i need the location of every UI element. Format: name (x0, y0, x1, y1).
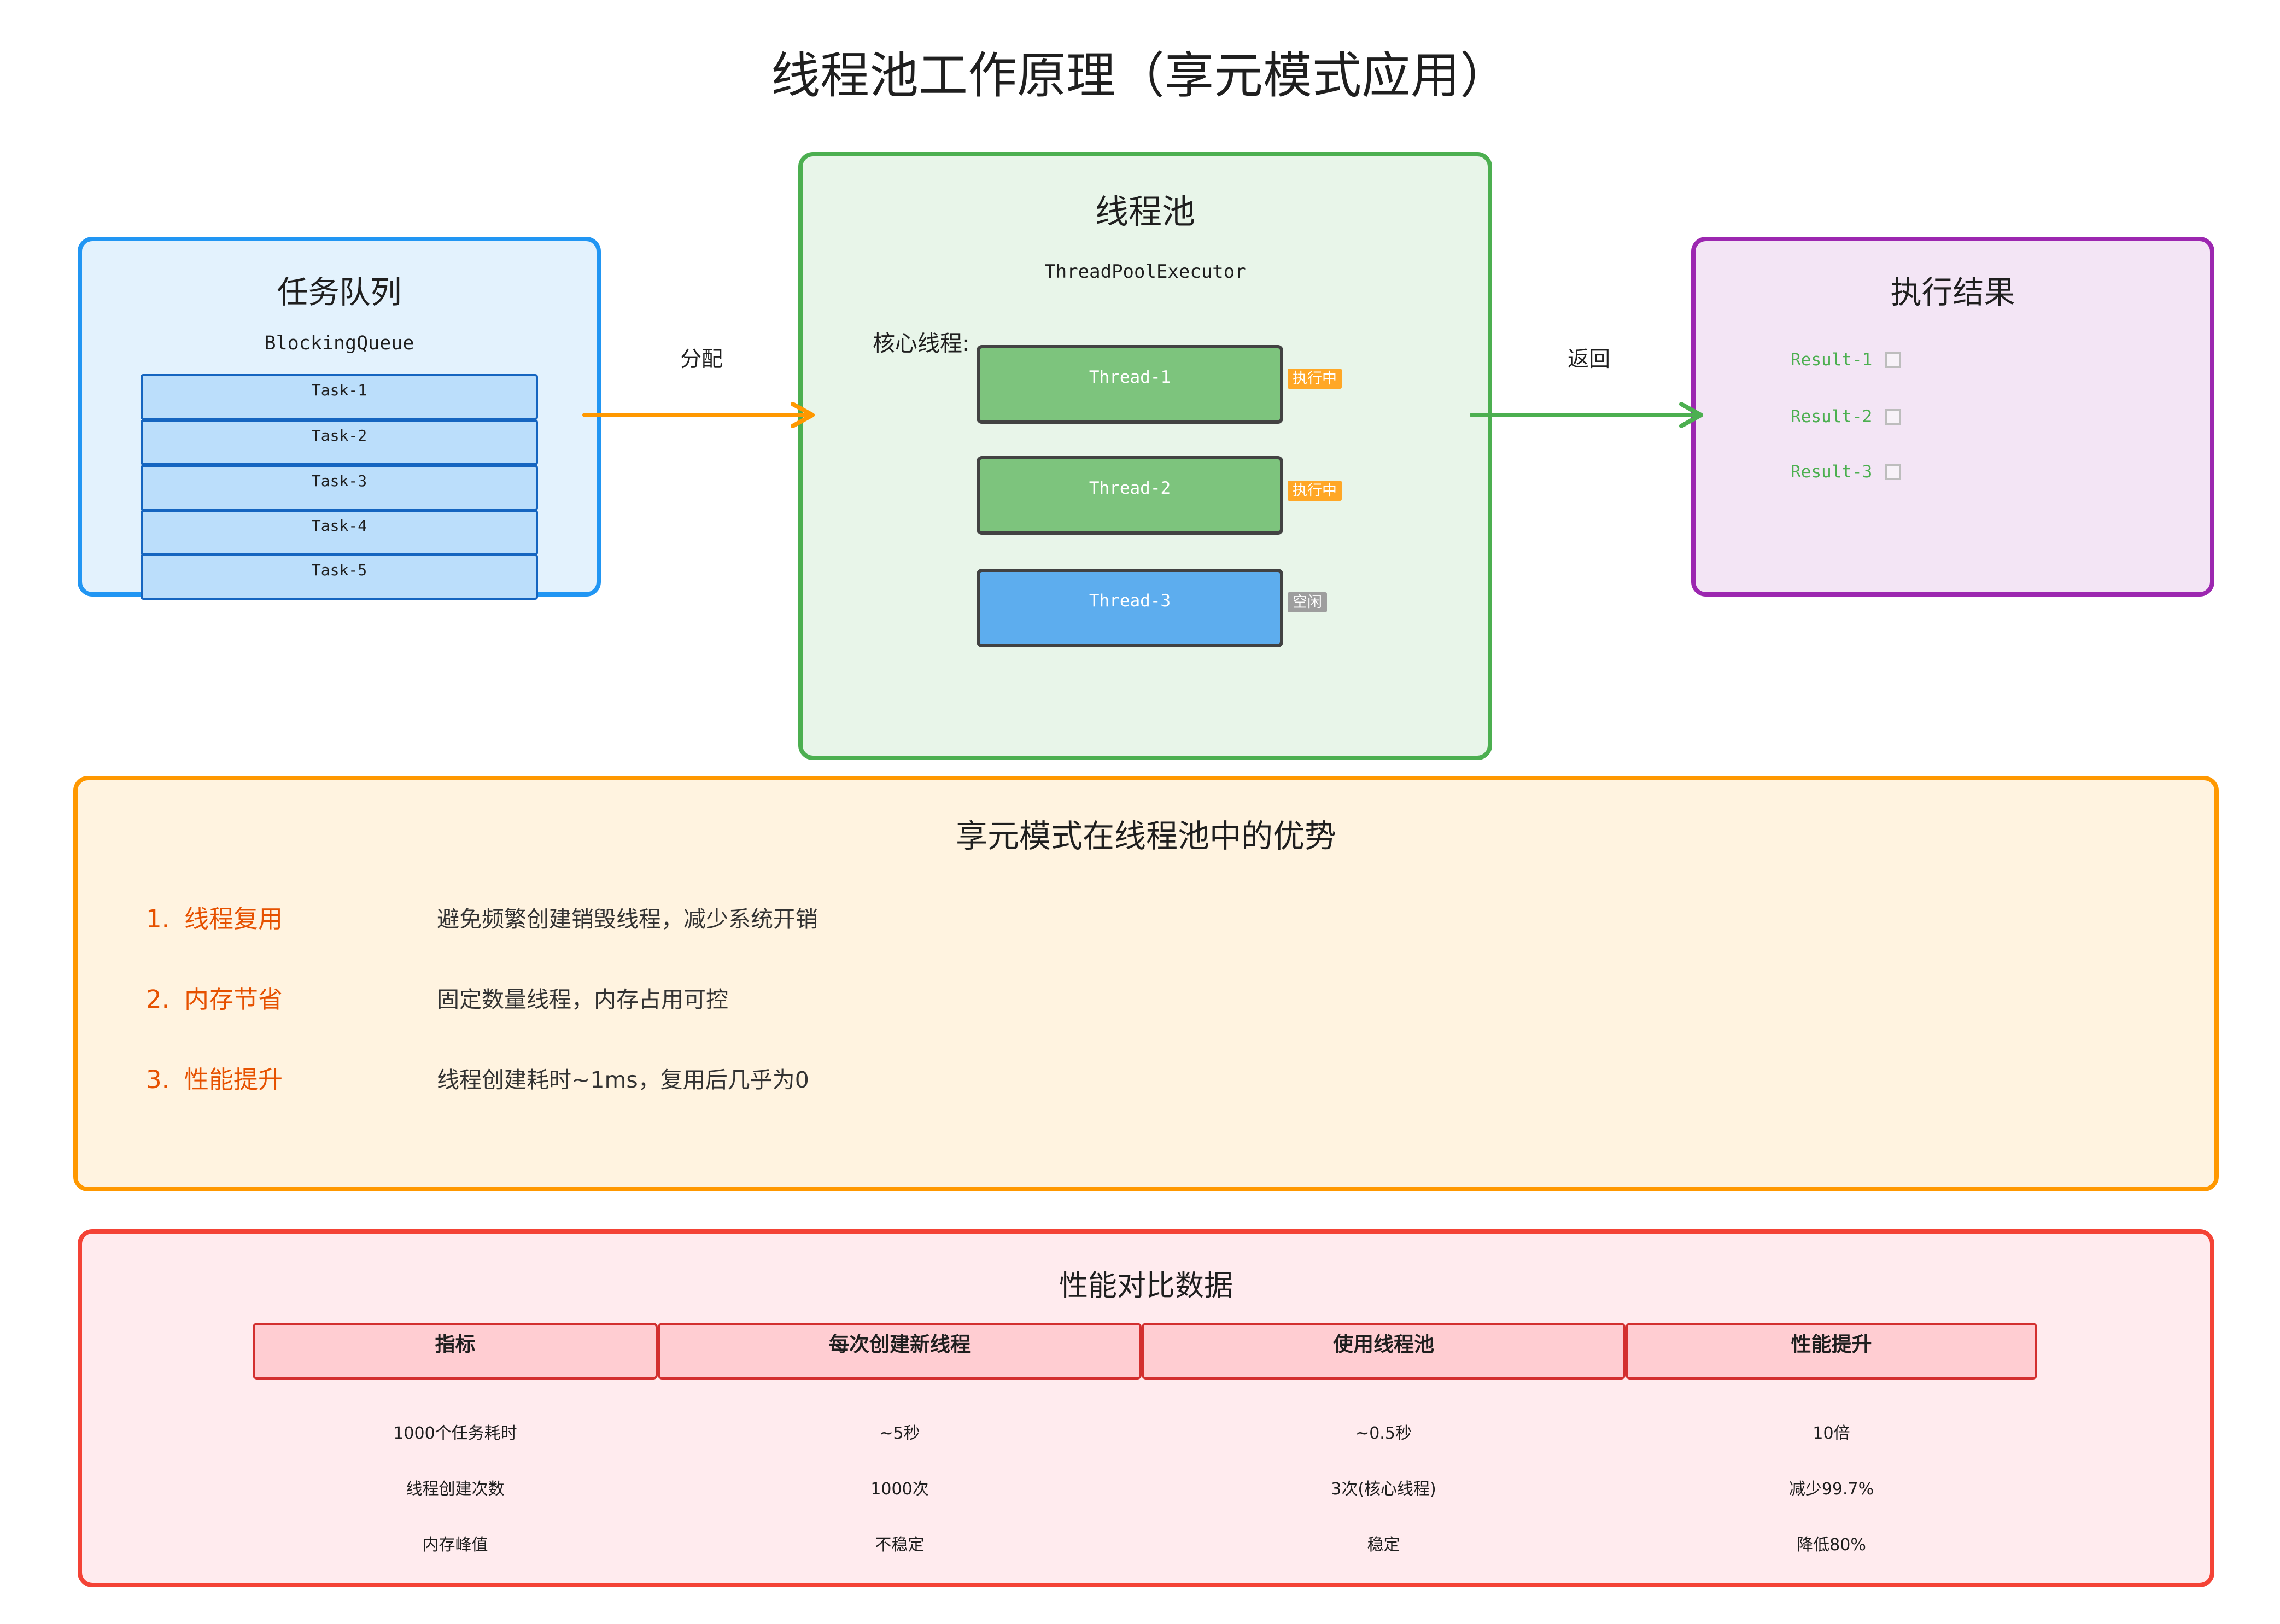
advantage-desc: 固定数量线程，内存占用可控 (437, 986, 728, 1013)
advantage-item: 2. 内存节省 固定数量线程，内存占用可控 (78, 984, 2214, 1015)
advantage-index: 3. (146, 1065, 169, 1094)
performance-title: 性能对比数据 (1059, 1269, 1233, 1302)
task-item: Task-5 (141, 554, 538, 600)
table-cell: 线程创建次数 (406, 1480, 505, 1499)
status-badge: 执行中 (1288, 481, 1342, 501)
advantage-index: 1. (146, 904, 169, 933)
table-cell: ~5秒 (879, 1424, 920, 1443)
table-header-cell: 使用线程池 (1142, 1323, 1626, 1380)
table-row: 线程创建次数 1000次 3次(核心线程) 减少99.7% (253, 1477, 2037, 1502)
core-threads-label: 核心线程: (873, 330, 970, 357)
result-label: Result-2 (1791, 407, 1873, 427)
table-header-cell: 指标 (253, 1323, 658, 1380)
thread-name: Thread-3 (1089, 591, 1171, 611)
table-cell: 1000个任务耗时 (393, 1424, 517, 1443)
task-item: Task-4 (141, 510, 538, 556)
table-header-row: 指标 每次创建新线程 使用线程池 性能提升 (253, 1323, 2037, 1380)
status-badge: 空闲 (1288, 592, 1327, 612)
table-cell: 10倍 (1813, 1424, 1850, 1443)
status-badge: 执行中 (1288, 369, 1342, 389)
return-arrow (1470, 402, 1703, 428)
advantage-item: 1. 线程复用 避免频繁创建销毁线程，减少系统开销 (78, 904, 2214, 934)
table-cell: 不稳定 (875, 1535, 925, 1555)
result-label: Result-3 (1791, 462, 1873, 482)
table-header-label: 性能提升 (1791, 1333, 1872, 1356)
results-title: 执行结果 (1890, 274, 2015, 311)
thread-pool-subtitle: ThreadPoolExecutor (1044, 261, 1246, 283)
task-queue-title: 任务队列 (277, 274, 402, 311)
thread-name: Thread-2 (1089, 478, 1171, 498)
thread-box: Thread-3 (977, 569, 1283, 647)
result-item: Result-3 (1791, 461, 1902, 483)
advantages-panel: 享元模式在线程池中的优势 1. 线程复用 避免频繁创建销毁线程，减少系统开销 2… (73, 776, 2219, 1191)
dispatch-label: 分配 (680, 347, 723, 372)
table-cell: 稳定 (1367, 1535, 1400, 1555)
advantage-desc: 线程创建耗时~1ms，复用后几乎为0 (437, 1067, 809, 1093)
table-row: 内存峰值 不稳定 稳定 降低80% (253, 1533, 2037, 1557)
table-header-label: 使用线程池 (1333, 1333, 1434, 1356)
thread-pool-title: 线程池 (1095, 192, 1195, 231)
table-cell: ~0.5秒 (1355, 1424, 1412, 1443)
table-header-label: 每次创建新线程 (829, 1333, 971, 1356)
advantage-index: 2. (146, 985, 169, 1014)
thread-box: Thread-2 (977, 456, 1283, 535)
checkbox-icon (1885, 408, 1902, 425)
task-item: Task-3 (141, 465, 538, 511)
table-header-cell: 性能提升 (1626, 1323, 2037, 1380)
table-cell: 内存峰值 (422, 1535, 488, 1555)
table-row: 1000个任务耗时 ~5秒 ~0.5秒 10倍 (253, 1422, 2037, 1446)
advantage-name: 线程复用 (184, 904, 283, 933)
thread-name: Thread-1 (1089, 367, 1171, 387)
advantage-name: 性能提升 (184, 1065, 283, 1094)
thread-pool-panel: 线程池 ThreadPoolExecutor 核心线程: Thread-1 执行… (798, 152, 1492, 760)
table-cell: 降低80% (1797, 1535, 1866, 1555)
table-header-cell: 每次创建新线程 (658, 1323, 1142, 1380)
table-cell: 3次(核心线程) (1331, 1480, 1436, 1499)
advantages-title: 享元模式在线程池中的优势 (955, 817, 1336, 855)
task-queue-panel: 任务队列 BlockingQueue Task-1 Task-2 Task-3 … (78, 237, 601, 600)
advantage-desc: 避免频繁创建销毁线程，减少系统开销 (437, 906, 818, 932)
page-title: 线程池工作原理（享元模式应用） (771, 47, 1509, 104)
return-label: 返回 (1567, 347, 1610, 372)
advantage-item: 3. 性能提升 线程创建耗时~1ms，复用后几乎为0 (78, 1065, 2214, 1095)
advantage-name: 内存节省 (184, 985, 283, 1014)
table-cell: 1000次 (870, 1480, 929, 1499)
result-label: Result-1 (1791, 350, 1873, 370)
table-header-label: 指标 (435, 1333, 476, 1356)
task-item: Task-1 (141, 374, 538, 420)
result-item: Result-2 (1791, 406, 1902, 428)
performance-panel: 性能对比数据 指标 每次创建新线程 使用线程池 性能提升 1000个任务耗时 ~… (78, 1229, 2214, 1587)
result-item: Result-1 (1791, 349, 1902, 371)
task-item: Task-2 (141, 419, 538, 465)
thread-box: Thread-1 (977, 345, 1283, 424)
checkbox-icon (1885, 352, 1902, 368)
dispatch-arrow (582, 402, 815, 428)
table-cell: 减少99.7% (1788, 1480, 1874, 1499)
results-panel: 执行结果 Result-1 Result-2 Result-3 (1691, 237, 2214, 597)
task-queue-subtitle: BlockingQueue (264, 332, 414, 354)
checkbox-icon (1885, 464, 1902, 480)
